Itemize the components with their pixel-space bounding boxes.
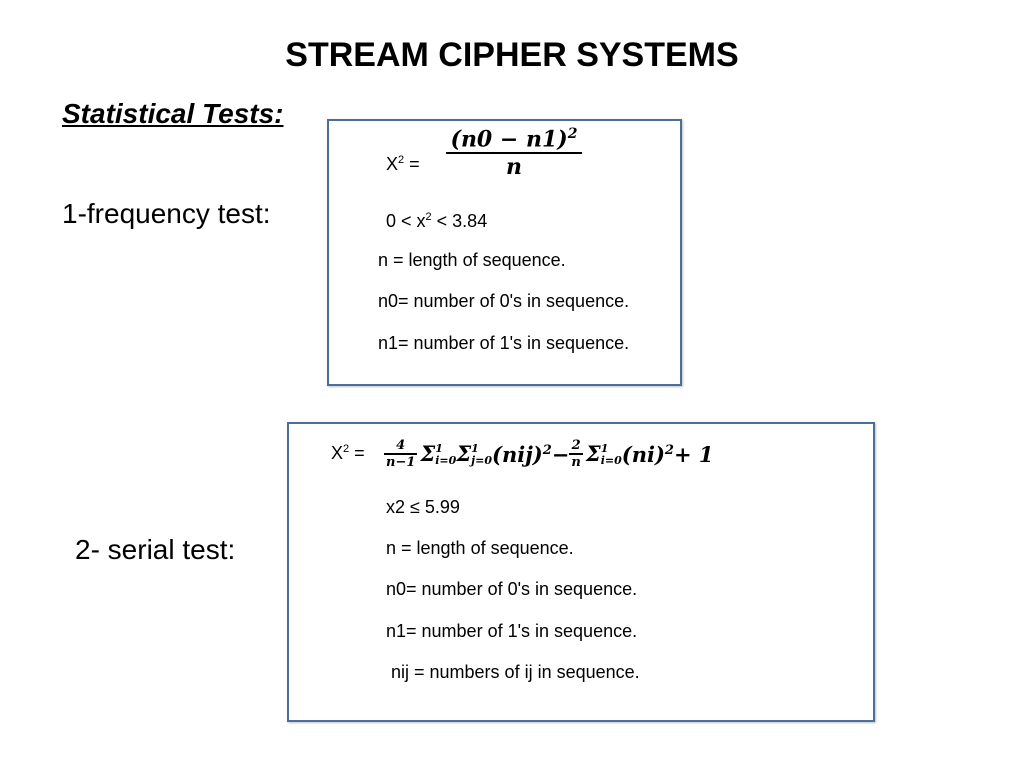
serial-coef1: 4 n−1 [384, 438, 418, 470]
frequency-formula-numerator: (n0 − n1)2 [450, 126, 578, 153]
serial-line-nij: nij = numbers of ij in sequence. [386, 662, 640, 682]
frequency-formula-fraction: (n0 − n1)2 n [446, 126, 582, 180]
section-subtitle: Statistical Tests: [62, 98, 284, 129]
serial-line-n1: n1= number of 1's in sequence. [386, 621, 638, 641]
frequency-line-n0: n0= number of 0's in sequence. [378, 291, 630, 311]
frequency-line-n: n = length of sequence. [378, 250, 566, 270]
slide-title: STREAM CIPHER SYSTEMS [285, 36, 739, 74]
serial-test-box [287, 422, 875, 722]
frequency-test-box [327, 119, 682, 386]
serial-term-ni: (ni)2 [621, 441, 674, 467]
serial-range: x2 ≤ 5.99 [386, 497, 460, 517]
frequency-line-n1: n1= number of 1's in sequence. [378, 333, 630, 353]
serial-line-n: n = length of sequence. [386, 538, 574, 558]
frequency-formula-denominator: n [446, 152, 582, 180]
frequency-range: 0 < x2 < 3.84 [386, 211, 488, 231]
serial-line-n0: n0= number of 0's in sequence. [386, 579, 638, 599]
serial-term-nij: (nij)2 [492, 441, 552, 467]
serial-plus-one: + 1 [673, 441, 714, 467]
frequency-formula-lhs: X2 = [386, 154, 420, 174]
serial-test-label: 2- serial test: [75, 534, 236, 565]
serial-minus: − [551, 441, 570, 467]
serial-formula-lhs: X2 = [331, 443, 365, 463]
serial-coef2: 2 n [569, 438, 583, 470]
frequency-test-label: 1-frequency test: [62, 198, 271, 229]
